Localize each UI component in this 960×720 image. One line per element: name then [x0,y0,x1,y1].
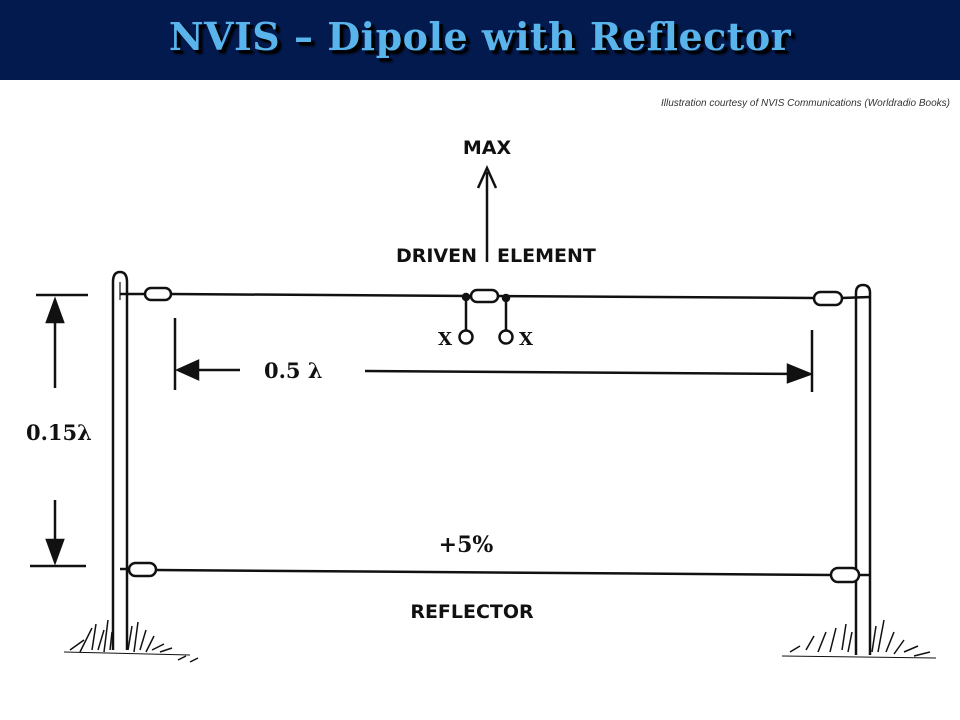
feed-terminal-right [498,329,514,345]
driven-label-right: ELEMENT [497,245,596,267]
grass-left [63,619,199,663]
left-pole [111,270,129,650]
feed-label-right: X [519,329,533,350]
max-label: MAX [463,137,512,159]
driven-label-left: DRIVEN [396,245,477,267]
height-label: 0.15λ [26,420,92,445]
right-pole [854,283,872,655]
reflector-extra-label: +5% [439,532,494,558]
insulator-right [812,290,844,307]
reflector-insulators [127,561,861,584]
feed-leads [458,292,514,345]
max-arrow [476,164,498,262]
reflector-wire [120,567,870,577]
length-label: 0.5 λ [264,358,323,383]
reflector-label: REFLECTOR [410,601,534,623]
insulator-center [469,288,500,304]
feed-label-left: X [438,329,452,350]
reflector-insulator-right [829,566,861,584]
height-dimension [30,293,88,568]
insulator-left [143,286,173,302]
page-title: NVIS – Dipole with Reflector [168,14,792,59]
grass-right [781,619,937,659]
driven-element-wire [120,292,871,300]
title-bar: NVIS – Dipole with Reflector [0,0,960,80]
reflector-insulator-left [127,561,158,578]
length-dimension [173,318,814,392]
feed-terminal-left [458,329,474,345]
illustration-credit: Illustration courtesy of NVIS Communicat… [661,98,950,109]
driven-insulators [143,286,844,307]
